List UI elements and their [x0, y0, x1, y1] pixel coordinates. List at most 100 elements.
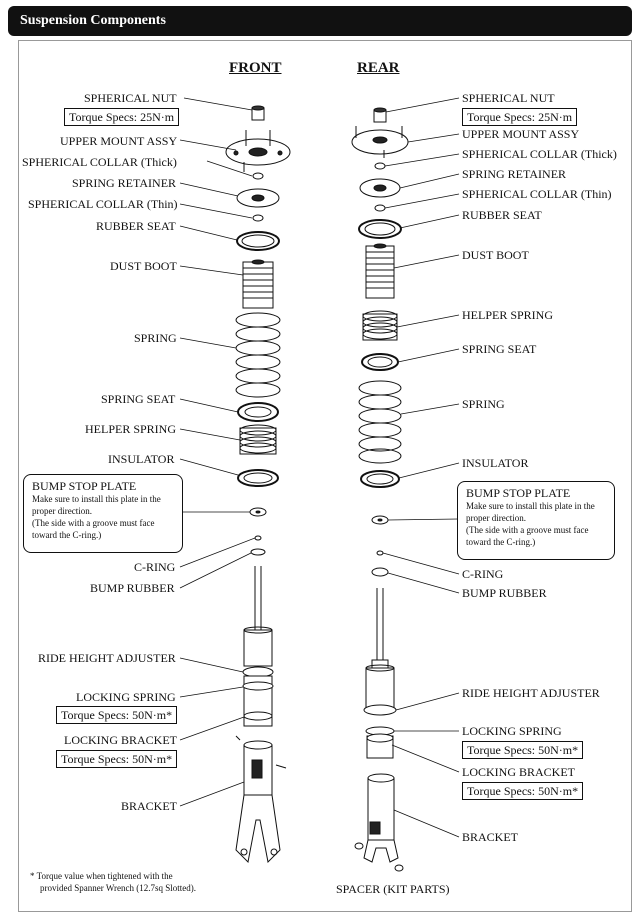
rear-torque-nut: Torque Specs: 25N·m — [462, 108, 578, 126]
rear-locking-bracket-label: LOCKING BRACKET — [462, 765, 575, 779]
front-locking-bracket — [243, 711, 273, 721]
front-torque-locking-spring: Torque Specs: 50N·m* — [56, 706, 178, 724]
rear-bump-stop-note: BUMP STOP PLATE Make sure to install thi… — [457, 481, 615, 560]
front-bump-stop-note: BUMP STOP PLATE Make sure to install thi… — [23, 474, 183, 553]
section-title: Suspension Components — [20, 13, 166, 28]
rear-locking-bracket — [366, 733, 394, 759]
rear-damper-rod — [371, 588, 389, 669]
front-collar-thin-label: SPHERICAL COLLAR (Thin) — [28, 197, 178, 211]
rear-body — [365, 664, 395, 711]
front-rubber-seat-label: RUBBER SEAT — [96, 219, 176, 233]
rear-bump-rubber-label: BUMP RUBBER — [462, 586, 547, 600]
front-bump-stop-plate — [249, 507, 267, 517]
rear-bump-rubber — [371, 567, 389, 577]
front-column-title: FRONT — [229, 60, 282, 76]
rear-note-line4: toward the C-ring.) — [466, 537, 536, 547]
front-rubber-seat — [236, 231, 280, 251]
rear-column-title: REAR — [357, 60, 400, 76]
front-collar-thick — [252, 172, 264, 180]
front-spring-seat — [237, 402, 279, 422]
front-locking-spring-label: LOCKING SPRING — [76, 690, 176, 704]
rear-c-ring — [376, 550, 384, 556]
rear-ride-height-label: RIDE HEIGHT ADJUSTER — [462, 686, 600, 700]
front-collar-thin — [252, 214, 264, 222]
rear-note-line2: proper direction. — [466, 513, 526, 523]
rear-dust-boot-label: DUST BOOT — [462, 248, 529, 262]
rear-torque-locking-spring: Torque Specs: 50N·m* — [462, 741, 584, 759]
front-note-line1: Make sure to install this plate in the — [32, 494, 161, 504]
front-leader-lines — [179, 97, 256, 807]
rear-spring — [358, 380, 402, 464]
front-note-line4: toward the C-ring.) — [32, 530, 102, 540]
rear-c-ring-label: C-RING — [462, 567, 504, 581]
rear-spring-seat-label: SPRING SEAT — [462, 342, 537, 356]
front-spring-retainer — [236, 188, 280, 208]
rear-spring-seat — [361, 353, 399, 371]
rear-upper-mount — [351, 126, 409, 158]
front-collar-thick-label: SPHERICAL COLLAR (Thick) — [22, 155, 177, 169]
rear-ride-height-adjuster — [363, 704, 397, 716]
front-c-ring-label: C-RING — [134, 560, 176, 574]
rear-bump-stop-plate — [371, 515, 389, 525]
rear-collar-thick-label: SPHERICAL COLLAR (Thick) — [462, 147, 617, 161]
footnote-line1: * Torque value when tightened with the — [30, 871, 173, 881]
rear-insulator-label: INSULATOR — [462, 456, 529, 470]
front-damper-rod — [243, 566, 273, 667]
rear-note-line1: Make sure to install this plate in the — [466, 501, 595, 511]
front-dust-boot-label: DUST BOOT — [110, 259, 177, 273]
rear-collar-thin-label: SPHERICAL COLLAR (Thin) — [462, 187, 612, 201]
front-spring-label: SPRING — [134, 331, 177, 345]
front-insulator — [237, 469, 279, 487]
rear-rubber-seat-label: RUBBER SEAT — [462, 208, 542, 222]
front-spherical-nut-label: SPHERICAL NUT — [84, 91, 177, 105]
footnote-line2: provided Spanner Wrench (12.7sq Slotted)… — [40, 883, 196, 893]
front-locking-bracket-label: LOCKING BRACKET — [64, 733, 177, 747]
front-note-line3: (The side with a groove must face — [32, 518, 155, 528]
front-helper-spring-label: HELPER SPRING — [85, 422, 177, 436]
front-ride-height-label: RIDE HEIGHT ADJUSTER — [38, 651, 176, 665]
rear-collar-thick — [374, 162, 386, 170]
front-torque-locking-bracket: Torque Specs: 50N·m* — [56, 750, 178, 768]
rear-spacer-label: SPACER (KIT PARTS) — [336, 882, 450, 896]
rear-spring-retainer-label: SPRING RETAINER — [462, 167, 567, 181]
rear-torque-locking-bracket: Torque Specs: 50N·m* — [462, 782, 584, 800]
section-header: Suspension Components — [8, 6, 632, 36]
rear-spherical-nut — [373, 107, 387, 123]
rear-upper-mount-label: UPPER MOUNT ASSY — [462, 127, 580, 141]
diagram-frame — [18, 40, 632, 912]
front-c-ring — [254, 535, 262, 541]
front-helper-spring — [239, 424, 277, 455]
rear-rubber-seat — [358, 219, 402, 239]
front-note-title: BUMP STOP PLATE — [32, 479, 137, 493]
front-upper-mount — [225, 130, 291, 172]
front-bracket — [235, 735, 287, 864]
rear-insulator — [360, 470, 400, 488]
rear-spring-label: SPRING — [462, 397, 505, 411]
front-spring — [235, 312, 281, 398]
rear-collar-thin — [374, 204, 386, 212]
front-insulator-label: INSULATOR — [108, 452, 175, 466]
front-dust-boot — [242, 259, 274, 309]
front-spring-seat-label: SPRING SEAT — [101, 392, 176, 406]
rear-dust-boot — [365, 243, 395, 299]
front-bump-rubber — [250, 548, 266, 556]
rear-locking-spring-label: LOCKING SPRING — [462, 724, 562, 738]
rear-note-line3: (The side with a groove must face — [466, 525, 589, 535]
rear-spring-retainer — [359, 178, 401, 198]
front-torque-nut: Torque Specs: 25N·m — [64, 108, 180, 126]
rear-helper-spring-label: HELPER SPRING — [462, 308, 554, 322]
rear-spherical-nut-label: SPHERICAL NUT — [462, 91, 555, 105]
rear-bracket — [363, 773, 399, 863]
front-bracket-label: BRACKET — [121, 799, 178, 813]
rear-spacer — [354, 842, 404, 872]
front-spring-retainer-label: SPRING RETAINER — [72, 176, 177, 190]
front-bump-rubber-label: BUMP RUBBER — [90, 581, 175, 595]
rear-note-title: BUMP STOP PLATE — [466, 486, 571, 500]
rear-helper-spring — [362, 310, 398, 341]
rear-bracket-label: BRACKET — [462, 830, 519, 844]
front-upper-mount-label: UPPER MOUNT ASSY — [60, 134, 178, 148]
rear-leader-lines — [382, 97, 460, 838]
front-locking-spring — [242, 681, 274, 691]
front-spherical-nut — [251, 105, 265, 121]
